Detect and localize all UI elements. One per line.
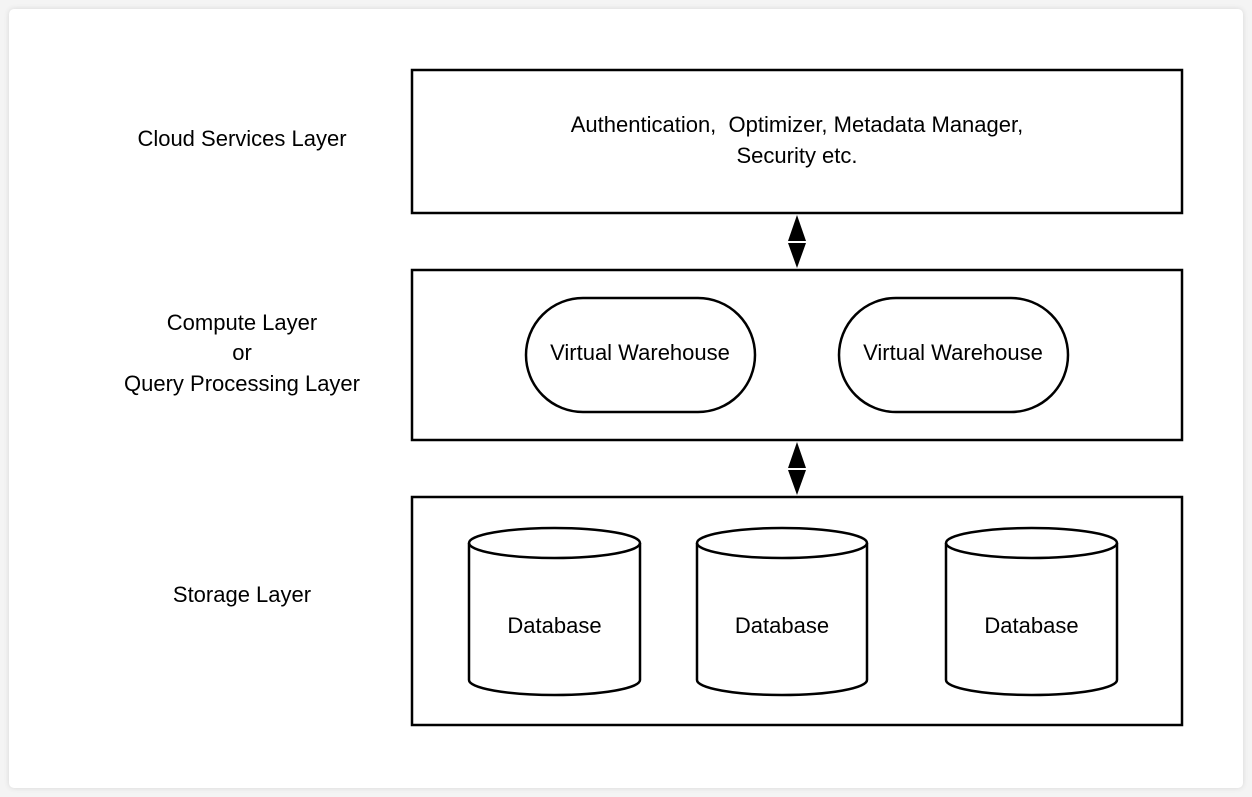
database-cylinder-1 [467, 526, 642, 697]
query-processing-label: Query Processing Layer [124, 371, 360, 396]
cloud-content-line2: Security etc. [736, 143, 857, 168]
diagram-canvas [9, 9, 1243, 788]
storage-layer-label: Storage Layer [173, 582, 311, 607]
database-label: Database [735, 613, 829, 638]
compute-layer-label: Compute Layer [167, 310, 317, 335]
bidirectional-arrow-icon [788, 215, 806, 268]
compute-box [410, 268, 1184, 442]
bidirectional-arrow-icon [788, 442, 806, 495]
compute-layer-or: or [232, 340, 252, 365]
storage-box [410, 495, 1184, 727]
database-label: Database [507, 613, 601, 638]
cloud-content-line1: Authentication, Optimizer, Metadata Mana… [571, 112, 1023, 137]
virtual-warehouse-label: Virtual Warehouse [550, 340, 730, 365]
cloud-layer-label: Cloud Services Layer [137, 126, 346, 151]
database-cylinder-2 [695, 526, 869, 697]
database-label: Database [984, 613, 1078, 638]
database-cylinder-3 [944, 526, 1119, 697]
virtual-warehouse-1 [524, 296, 757, 414]
cloud-services-box [410, 68, 1184, 215]
virtual-warehouse-2 [837, 296, 1070, 414]
virtual-warehouse-label: Virtual Warehouse [863, 340, 1043, 365]
